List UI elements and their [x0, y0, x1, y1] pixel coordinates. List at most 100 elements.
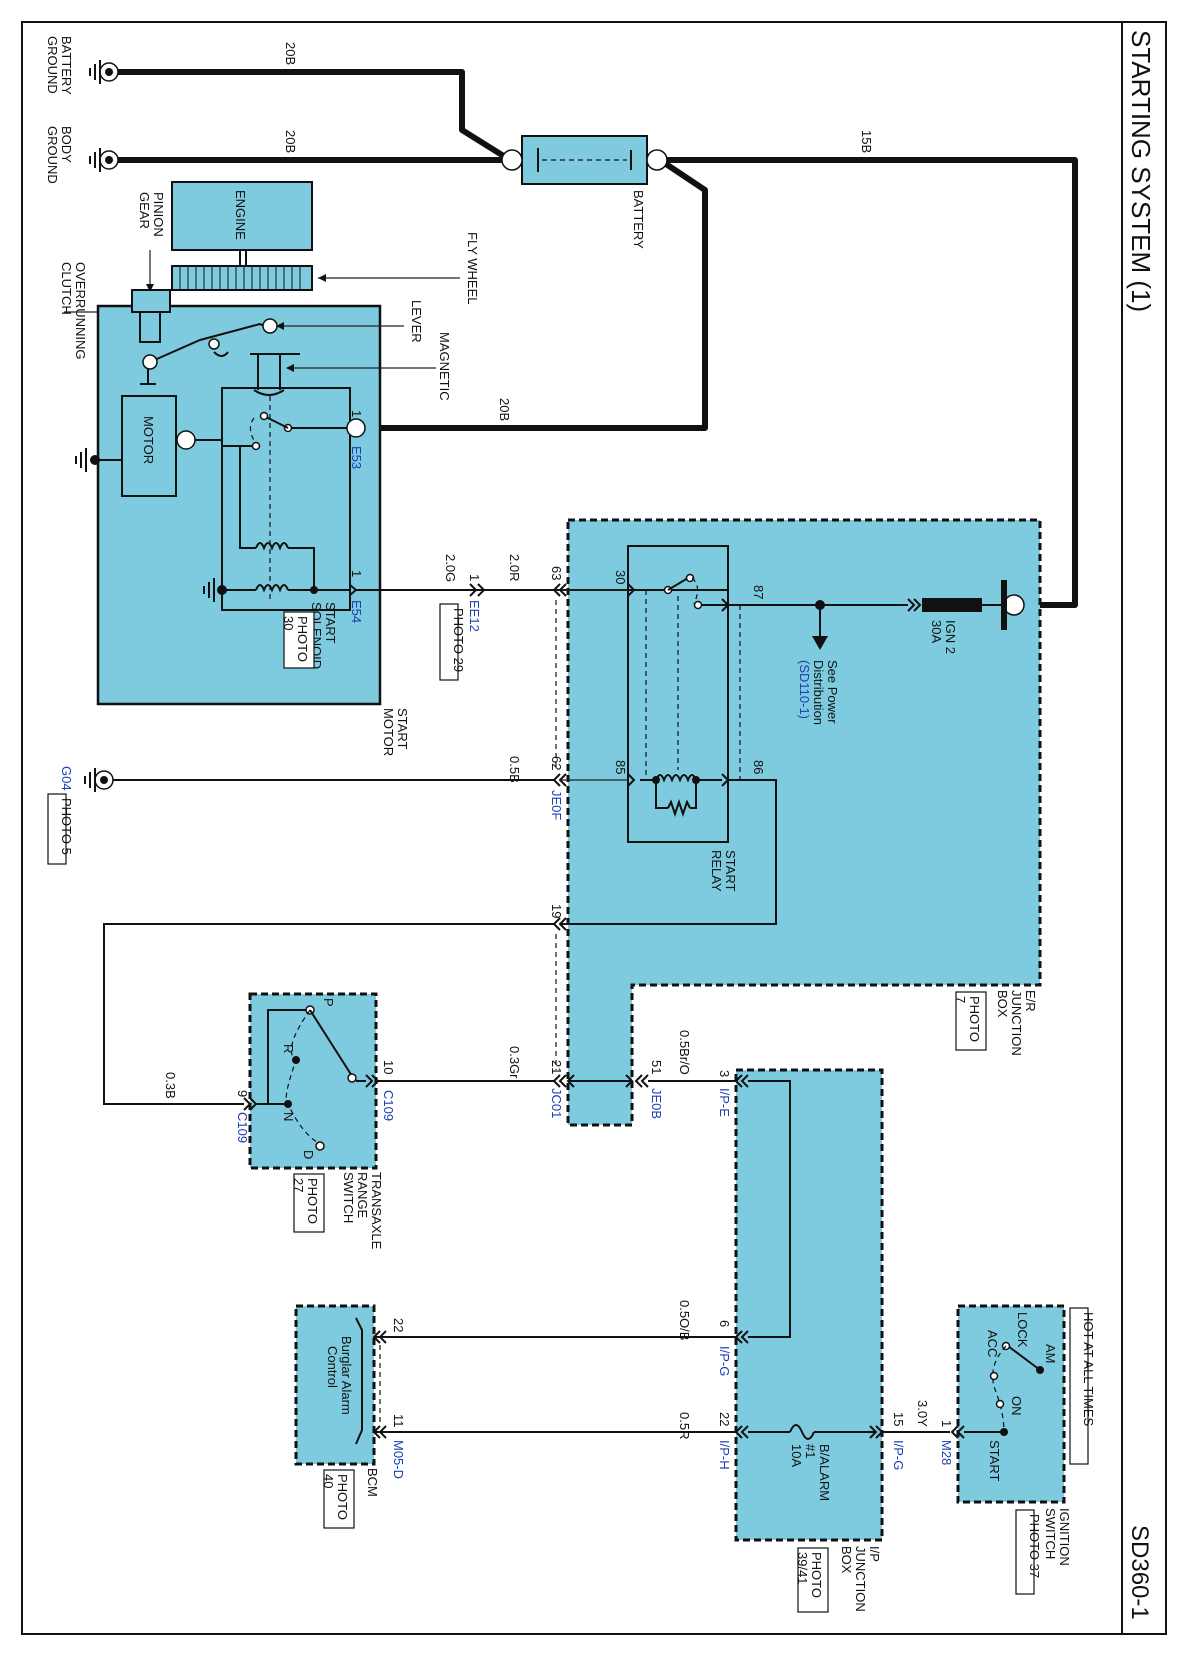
- transaxle-photo-2: 27: [291, 1178, 306, 1192]
- ign-on-contact: [995, 1399, 1005, 1409]
- body-ground-label-2: GROUND: [45, 126, 60, 184]
- c109-9-connector: [243, 1097, 252, 1111]
- motor-label: MOTOR: [141, 416, 156, 464]
- hot-at-all-times-box: [1069, 1307, 1089, 1465]
- b-alarm-fuse: [789, 1424, 815, 1440]
- battery-ground-label-1: BATTERY: [59, 36, 74, 95]
- bcm-label-2: Control: [325, 1346, 340, 1388]
- pull-in-coil: [255, 542, 289, 551]
- ignition-photo: PHOTO 37: [1027, 1514, 1042, 1578]
- e54-connector: E54: [349, 600, 364, 623]
- page-title: STARTING SYSTEM (1): [1126, 30, 1156, 312]
- ip-pin-3: 3: [717, 1070, 732, 1077]
- bcm-photo-2: 40: [321, 1474, 336, 1488]
- bcm-pin-22: 22: [391, 1318, 406, 1332]
- pinion-gear-label-2: GEAR: [137, 192, 152, 229]
- je0b-connector: JE0B: [649, 1088, 664, 1119]
- ign2-fuse-label-1: IGN 2: [943, 620, 958, 654]
- transaxle-photo-1: PHOTO: [305, 1178, 320, 1224]
- c109-pin-10: 10: [381, 1060, 396, 1074]
- c109-connector-b: C109: [235, 1112, 250, 1143]
- ee12-connector: EE12: [467, 600, 482, 632]
- battery-negative-terminal: [501, 149, 523, 171]
- b-alarm-fuse-label-1: B/ALARM: [817, 1444, 832, 1501]
- g04-label: G04: [59, 766, 74, 791]
- hold-in-coil: [255, 584, 289, 593]
- ee12-photo-box: [439, 603, 459, 681]
- arrow-down-icon: [812, 636, 828, 650]
- bcm-name: BCM: [365, 1468, 380, 1497]
- battery-ground-icon: [89, 60, 119, 84]
- solenoid-coil-wire: [239, 446, 256, 549]
- battery-symbol: [521, 135, 648, 185]
- e53-pin: 1: [349, 410, 364, 417]
- wire-label-battery-ground: 20B: [283, 42, 298, 65]
- pinion-gear-label-1: PINION: [151, 192, 166, 237]
- fly-wheel: [171, 265, 313, 291]
- ignition-label-1: IGNITION: [1057, 1508, 1072, 1566]
- m28-connector: [950, 1425, 959, 1439]
- e53-connector: E53: [349, 446, 364, 469]
- overrunning-clutch-label-2: CLUTCH: [59, 262, 74, 315]
- ign2-connector-icon: [913, 598, 922, 612]
- battery-ground-label-2: GROUND: [45, 36, 60, 94]
- start-motor-label-2: MOTOR: [381, 708, 396, 756]
- switch-p-lead: [267, 1009, 310, 1105]
- lever-label: LEVER: [409, 300, 424, 343]
- see-power-ref: (SD110-1): [797, 660, 812, 719]
- arrow-icon: [318, 274, 326, 282]
- relay-87-connector: [721, 598, 730, 612]
- b-alarm-fuse-label-3: 10A: [789, 1444, 804, 1467]
- er-junction-label-3: BOX: [995, 990, 1010, 1018]
- ign-position-arc: [992, 1345, 1007, 1433]
- magnetic-label: MAGNETIC: [437, 332, 452, 401]
- wire-label-ign: 3.0Y: [915, 1400, 930, 1427]
- er-pin-19-connector: [558, 917, 567, 931]
- start-motor-label-1: START: [395, 708, 410, 749]
- ip-g-connector-label: I/P-G: [717, 1346, 732, 1376]
- transaxle-label-2: RANGE: [355, 1172, 370, 1219]
- er-pin-63-connector: [552, 583, 561, 597]
- wire-battery-to-motor: [365, 157, 708, 431]
- ip-e-connector-label: I/P-E: [717, 1088, 732, 1117]
- m28-connector: [956, 1425, 965, 1439]
- ip-e-connector: [740, 1074, 749, 1088]
- ip-g2-connector: [869, 1425, 878, 1439]
- ign-acc: ACC: [985, 1330, 1000, 1357]
- arrow-icon: [286, 364, 294, 372]
- m05d-connector: M05-D: [391, 1440, 406, 1479]
- ign2-fuse-label-2: 30A: [929, 620, 944, 643]
- c109-pin-9: 9: [235, 1090, 250, 1097]
- er-pin-51: 51: [649, 1060, 664, 1074]
- page-code: SD360-1: [1126, 1525, 1153, 1620]
- bcm-bracket: [355, 1317, 363, 1445]
- motor-ground-dot: [90, 455, 100, 465]
- er-pin-21: 21: [549, 1060, 564, 1074]
- ip-pin-15: 15: [891, 1412, 906, 1426]
- ign-start: START: [987, 1440, 1002, 1481]
- arrow-icon: [276, 322, 284, 330]
- bcm-pin-11: 11: [391, 1414, 406, 1428]
- bcm-11-connector: [372, 1425, 381, 1439]
- wire-label-je0b: 0.5Br/O: [677, 1030, 692, 1075]
- wire-label-ee12-relay: 2.0R: [507, 554, 522, 581]
- bcm-photo-box: [323, 1469, 355, 1529]
- fly-wheel-teeth: [179, 266, 301, 290]
- g04-photo: PHOTO 5: [59, 798, 74, 855]
- range-d: D: [301, 1150, 316, 1159]
- solenoid-contact: [251, 441, 261, 451]
- ip-junction-photo-1: PHOTO: [809, 1552, 824, 1598]
- overrunning-clutch: [139, 311, 161, 343]
- transaxle-label-3: SWITCH: [341, 1172, 356, 1223]
- ign-blade: [1007, 1345, 1041, 1371]
- m28-connector-label: M28: [939, 1440, 954, 1465]
- fly-wheel-label: FLY WHEEL: [465, 232, 480, 304]
- ign-acc-contact: [989, 1371, 999, 1381]
- switch-d-contact: [315, 1141, 325, 1151]
- er-pin-51-connector: [640, 1074, 649, 1088]
- battery-label: BATTERY: [631, 190, 646, 249]
- range-p: P: [321, 998, 336, 1007]
- relay-contact: [693, 600, 703, 610]
- solenoid-ground-icon: [203, 578, 215, 602]
